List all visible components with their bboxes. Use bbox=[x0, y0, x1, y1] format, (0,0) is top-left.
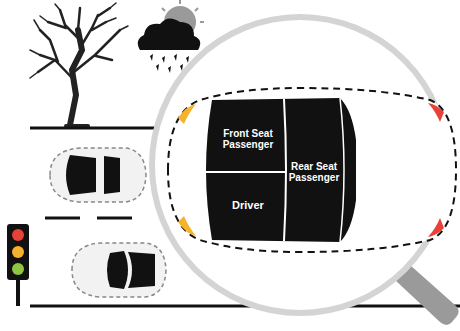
car-large bbox=[168, 88, 456, 252]
seat-label: Rear Seat Passenger bbox=[288, 161, 340, 184]
car-small-top bbox=[50, 148, 146, 202]
car-small-bottom bbox=[72, 243, 166, 297]
tree bbox=[30, 3, 128, 126]
magnifier bbox=[152, 17, 459, 325]
seat-label: Front Seat Passenger bbox=[214, 128, 282, 151]
seat-region: Front Seat Passenger bbox=[214, 110, 282, 168]
traffic-light bbox=[7, 224, 29, 306]
seat-region: Driver bbox=[214, 176, 282, 234]
seat-region: Rear Seat Passenger bbox=[288, 110, 340, 234]
seat-label: Driver bbox=[232, 199, 264, 212]
